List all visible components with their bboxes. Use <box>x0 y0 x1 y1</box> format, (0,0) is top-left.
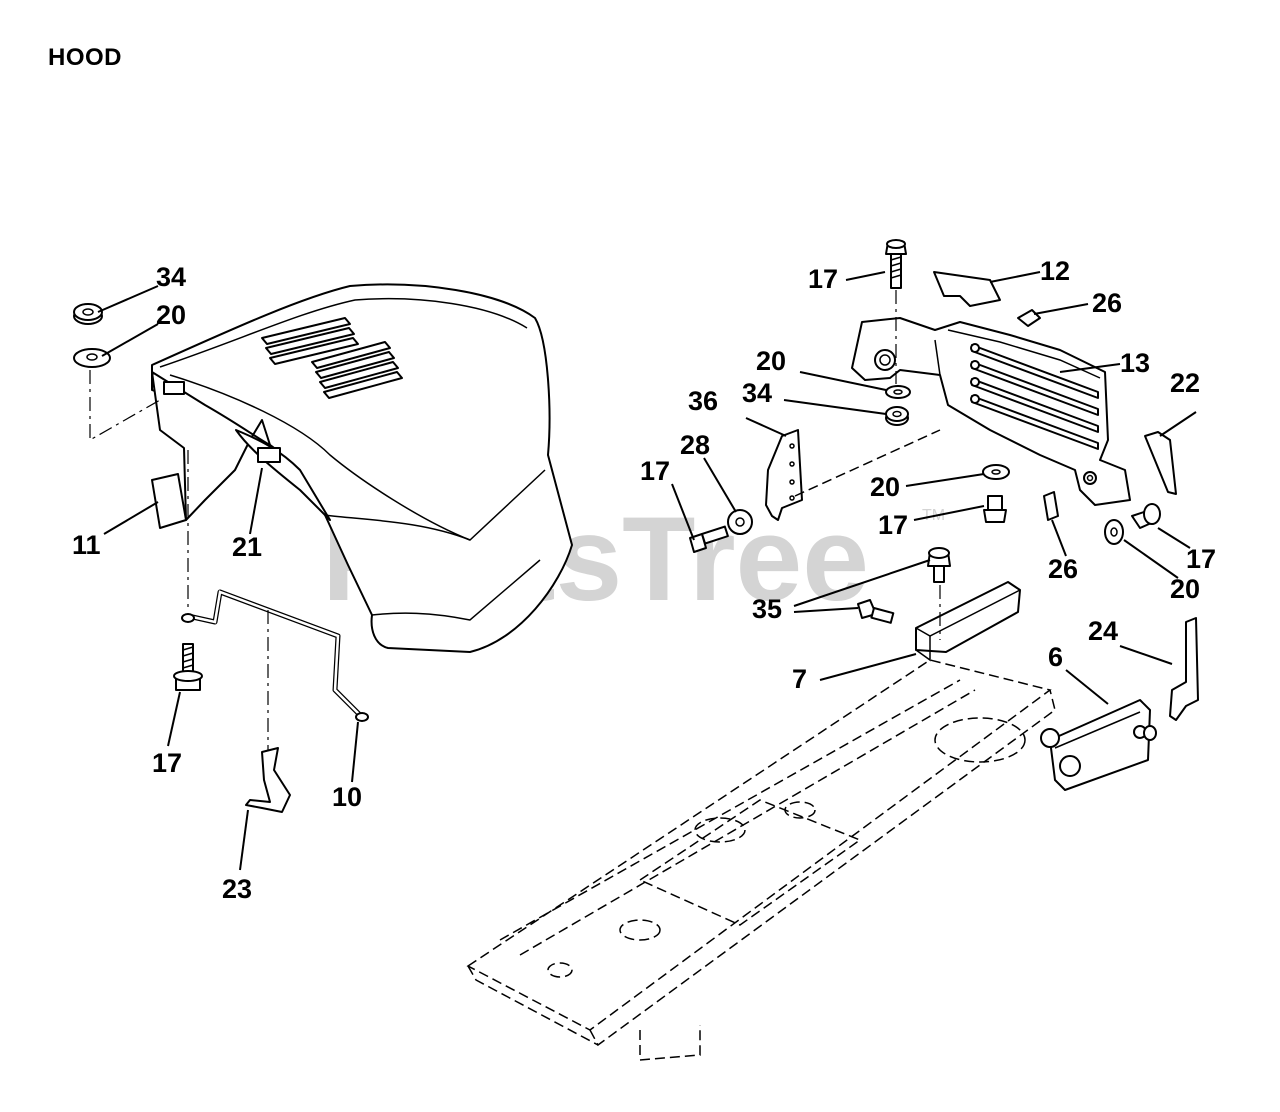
callout-7: 7 <box>792 664 807 694</box>
callout-35: 35 <box>752 594 782 624</box>
hood-pad <box>257 447 281 463</box>
callout-28: 28 <box>680 430 710 460</box>
callout-24: 24 <box>1088 616 1118 646</box>
callout-36: 36 <box>688 386 718 416</box>
callout-34: 34 <box>742 378 772 408</box>
washer-bolt-right <box>1104 503 1161 545</box>
callout-20: 20 <box>756 346 786 376</box>
callout-23: 23 <box>222 874 252 904</box>
callout-20: 20 <box>1170 574 1200 604</box>
callout-12: 12 <box>1040 256 1070 286</box>
chassis-frame <box>466 659 1056 1061</box>
callout-17: 17 <box>640 456 670 486</box>
hood-side-panel <box>151 371 271 521</box>
hood-bracket-11 <box>151 473 187 529</box>
grille-bars <box>970 343 1099 450</box>
grille-assembly <box>851 317 1131 506</box>
callout-labels: 34 20 11 21 17 10 23 17 12 26 13 20 34 3… <box>72 256 1216 904</box>
callout-17: 17 <box>152 748 182 778</box>
diagram-title: HOOD <box>48 44 122 71</box>
callout-20: 20 <box>870 472 900 502</box>
clip-26-lower <box>1043 491 1059 521</box>
nut-and-washer-left <box>73 303 161 442</box>
callout-10: 10 <box>332 782 362 812</box>
callout-6: 6 <box>1048 642 1063 672</box>
grille-frame-13 <box>851 317 1131 506</box>
bolt-left <box>173 643 203 691</box>
nut-and-washer-grille <box>885 385 911 426</box>
bracket-36 <box>765 429 803 521</box>
washer-bolt-center <box>982 464 1010 523</box>
callout-17: 17 <box>808 264 838 294</box>
callout-17: 17 <box>1186 544 1216 574</box>
leader-lines <box>97 271 1197 871</box>
callout-11: 11 <box>72 530 101 560</box>
callout-20: 20 <box>156 300 186 330</box>
callout-13: 13 <box>1120 348 1150 378</box>
bolts-35 <box>857 547 951 624</box>
axle-bracket-6 <box>1040 699 1157 791</box>
callout-17: 17 <box>878 510 908 540</box>
star-washer-28 <box>727 509 753 535</box>
callout-34: 34 <box>156 262 186 292</box>
hood-pad-left <box>163 381 185 395</box>
trim-22 <box>1144 431 1177 495</box>
clip-26-top <box>1017 309 1041 327</box>
callout-22: 22 <box>1170 368 1200 398</box>
plate-12 <box>933 271 1001 307</box>
hood-assembly <box>151 283 573 653</box>
callout-21: 21 <box>232 532 262 562</box>
bracket-24 <box>1169 617 1199 721</box>
callout-26: 26 <box>1048 554 1078 584</box>
clip-23 <box>245 747 291 813</box>
callout-26: 26 <box>1092 288 1122 318</box>
hood-vents <box>261 317 403 399</box>
bolt-top <box>885 239 907 384</box>
hood-rod-10 <box>181 450 369 755</box>
